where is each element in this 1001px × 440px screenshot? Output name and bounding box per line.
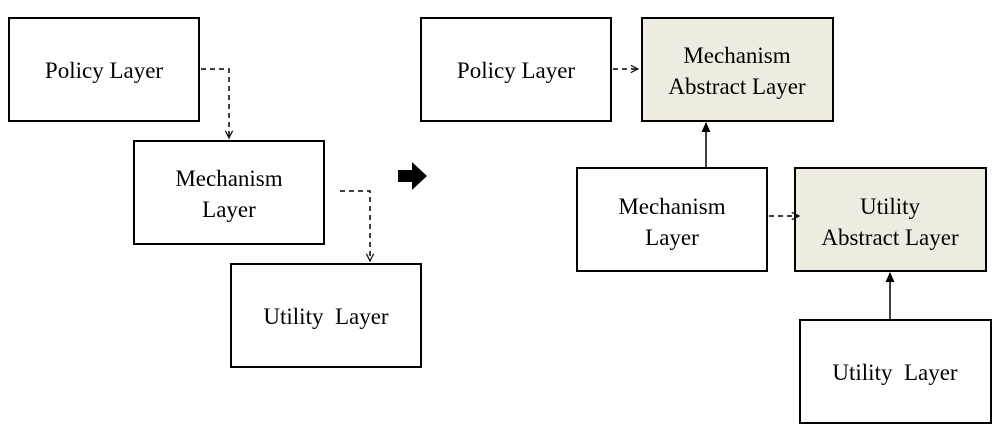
left-policy-layer-box: Policy Layer	[8, 17, 200, 122]
right-policy-layer-box: Policy Layer	[420, 17, 612, 122]
left-mechanism-to-utility-arrow	[340, 190, 370, 261]
left-diagram: Policy Layer Mechanism Layer Utility Lay…	[8, 17, 422, 368]
right-policy-layer-label: Policy Layer	[457, 58, 575, 83]
right-arrow-icon	[398, 162, 427, 190]
right-utility-abstract-layer-label-line1: Utility	[860, 194, 921, 219]
right-utility-abstract-layer-box: Utility Abstract Layer	[794, 167, 987, 272]
right-mechanism-abstract-layer-label-line2: Abstract Layer	[668, 74, 806, 99]
left-utility-layer-label: Utility Layer	[263, 304, 389, 329]
left-policy-layer-label: Policy Layer	[45, 58, 163, 83]
right-mechanism-layer-box: Mechanism Layer	[576, 167, 768, 272]
left-mechanism-layer-box: Mechanism Layer	[133, 140, 325, 245]
left-mechanism-layer-label-line2: Layer	[202, 197, 256, 222]
left-policy-to-mechanism-arrow	[201, 68, 229, 138]
right-mechanism-layer-label-line1: Mechanism	[618, 194, 725, 219]
right-utility-layer-box: Utility Layer	[799, 319, 992, 424]
right-mechanism-abstract-layer-box: Mechanism Abstract Layer	[641, 17, 834, 122]
right-utility-layer-label: Utility Layer	[832, 360, 958, 385]
right-utility-abstract-layer-label-line2: Abstract Layer	[821, 225, 959, 250]
right-mechanism-layer-label-line2: Layer	[645, 225, 699, 250]
left-utility-layer-box: Utility Layer	[230, 263, 422, 368]
right-mechanism-abstract-layer-label-line1: Mechanism	[683, 43, 790, 68]
right-diagram: Policy Layer Mechanism Abstract Layer Me…	[420, 17, 992, 424]
left-mechanism-layer-label-line1: Mechanism	[175, 166, 282, 191]
